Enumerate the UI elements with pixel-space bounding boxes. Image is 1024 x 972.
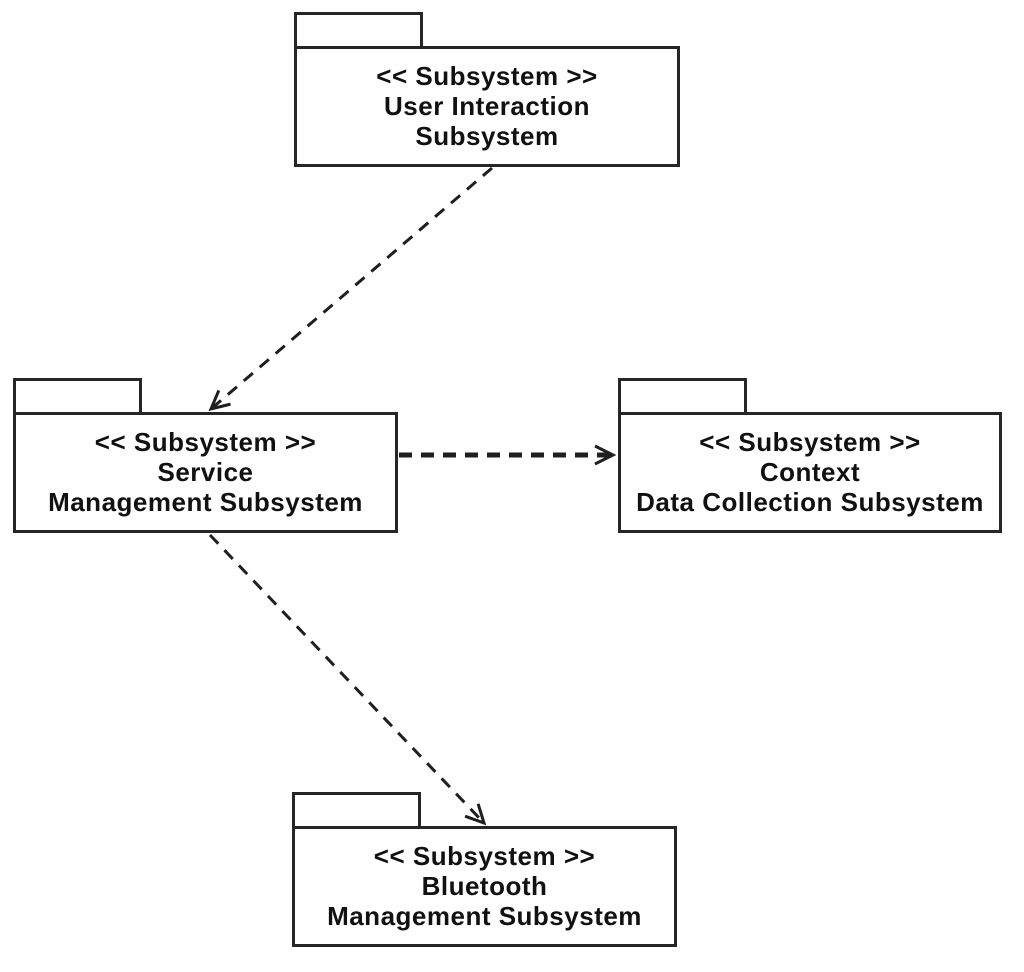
package-stereotype: << Subsystem >> [699, 427, 921, 457]
package-name-line: Subsystem [415, 121, 559, 151]
package-name-line: Context [759, 457, 861, 487]
package-name-line: Bluetooth [421, 871, 548, 901]
package-stereotype: << Subsystem >> [376, 61, 598, 91]
package-body: << Subsystem >> User Interaction Subsyst… [294, 46, 680, 167]
package-tab [13, 378, 142, 412]
package-tab [294, 12, 423, 46]
package-body: << Subsystem >> Bluetooth Management Sub… [292, 826, 677, 947]
package-stereotype: << Subsystem >> [94, 427, 317, 457]
package-body: << Subsystem >> Service Management Subsy… [13, 412, 398, 533]
package-name-line: Management Subsystem [48, 487, 363, 517]
package-stereotype: << Subsystem >> [373, 841, 596, 871]
package-tab [618, 378, 747, 412]
package-name-line: Management Subsystem [327, 901, 642, 931]
package-tab [292, 792, 421, 826]
package-body: << Subsystem >> Context Data Collection … [618, 412, 1002, 533]
package-name-line: Data Collection Subsystem [636, 487, 984, 517]
dependency-arrow-user-interaction-to-service-management [208, 166, 493, 412]
package-name-line: Service [157, 457, 254, 487]
dependency-arrow-service-management-to-bluetooth-management [208, 533, 487, 826]
package-name-line: User Interaction [384, 91, 590, 121]
